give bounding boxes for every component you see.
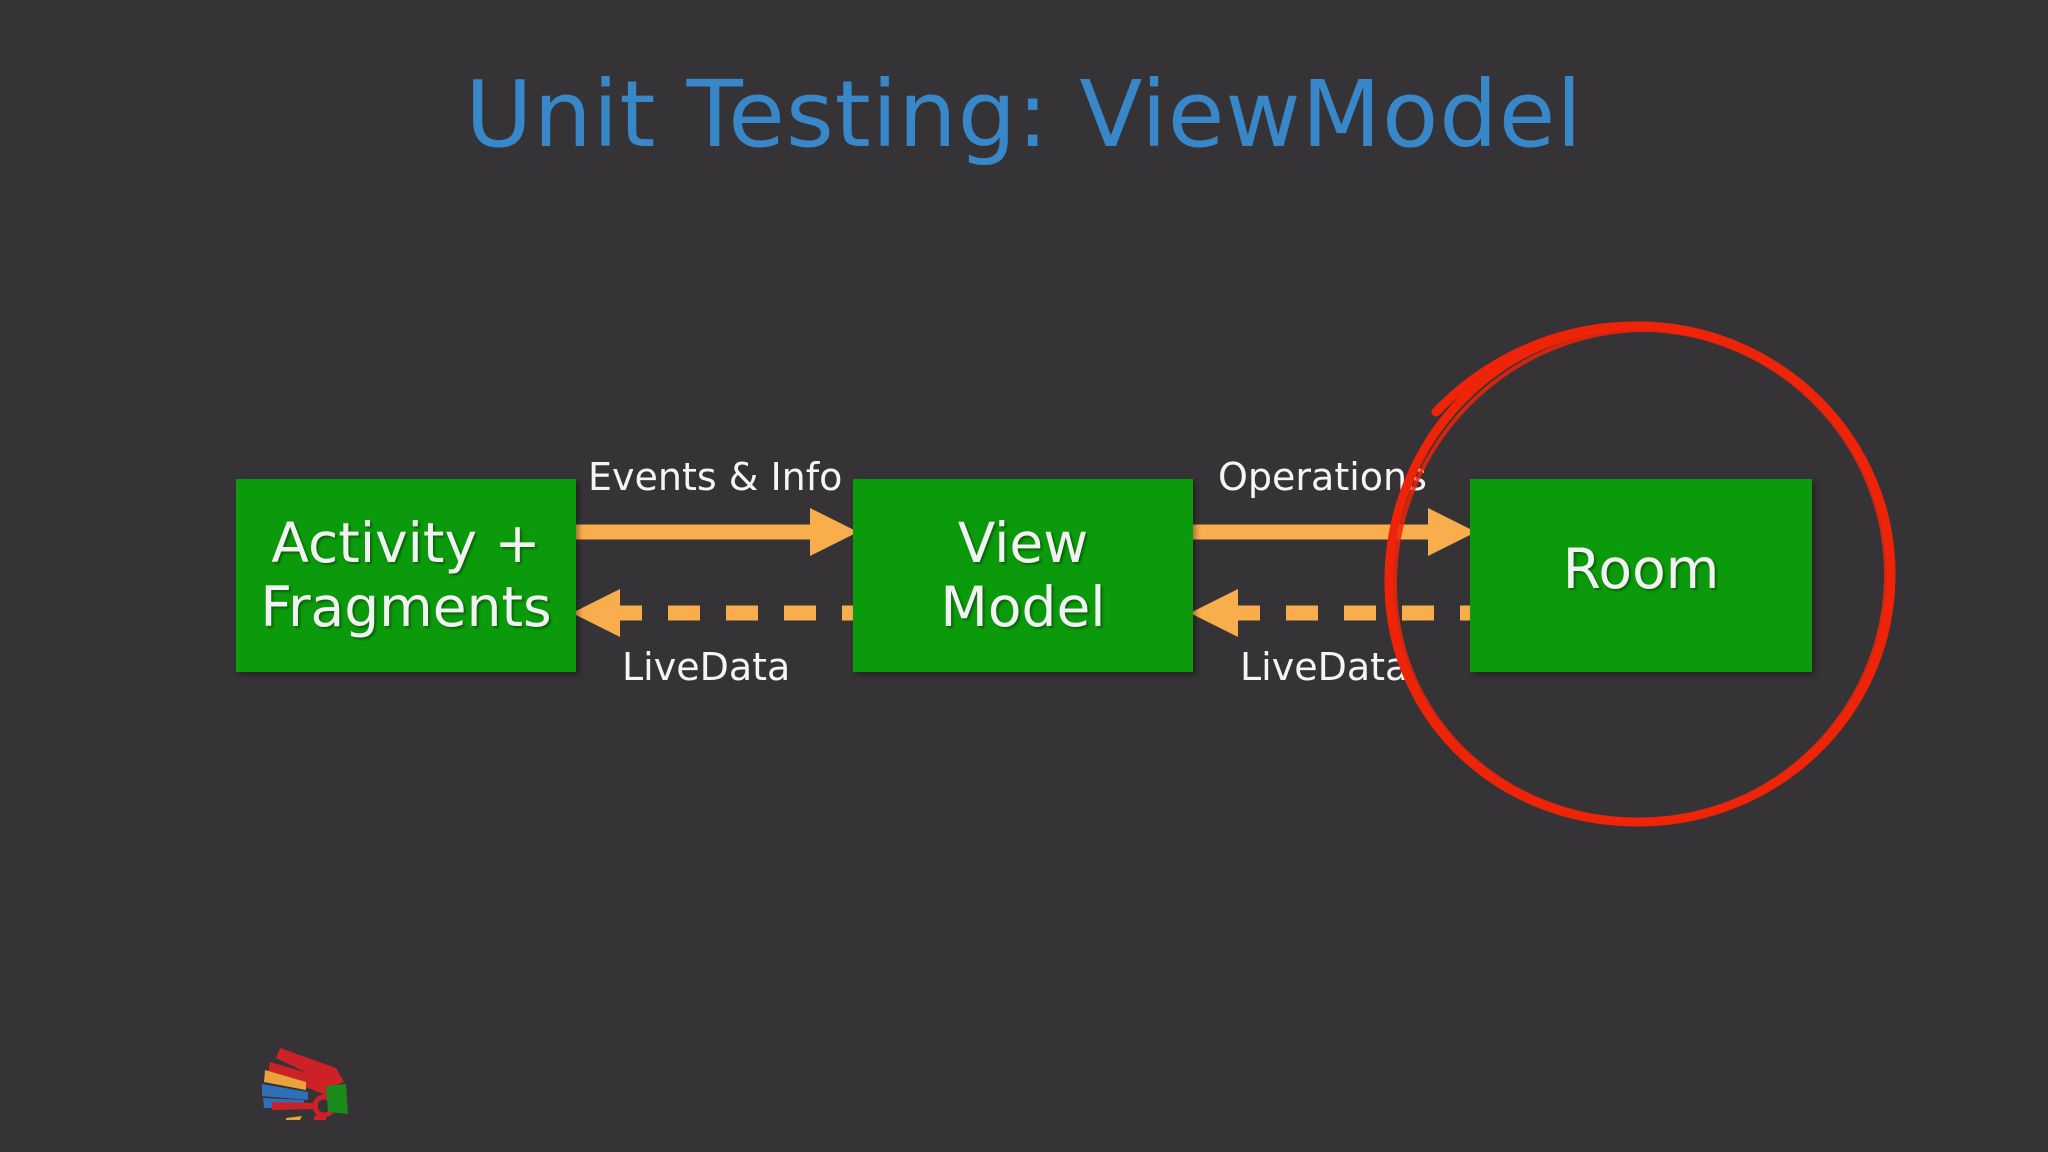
diagram-node-view-model[interactable]: View Model xyxy=(853,479,1193,672)
diagram-node-label: Room xyxy=(1562,536,1720,601)
diagram-node-label: Activity + Fragments xyxy=(260,511,552,639)
diagram-node-room[interactable]: Room xyxy=(1470,479,1812,672)
connector-label-livedata-2: LiveData xyxy=(1240,645,1409,689)
diagram-node-activity-fragments[interactable]: Activity + Fragments xyxy=(236,479,576,672)
diagram-node-label: View Model xyxy=(940,511,1106,639)
connector-label-livedata-1: LiveData xyxy=(622,645,791,689)
connector-livedata-left-arrow-2 xyxy=(1190,589,1470,637)
connector-livedata-left-arrow-1 xyxy=(572,589,853,637)
feather-logo xyxy=(262,1048,348,1120)
feather-logo-shapes xyxy=(262,1048,348,1120)
connector-label-operations: Operations xyxy=(1218,455,1427,499)
connector-label-events-info: Events & Info xyxy=(588,455,843,499)
page-title: Unit Testing: ViewModel xyxy=(465,61,1583,168)
connector-events-info-arrow xyxy=(576,508,858,556)
connector-operations-arrow xyxy=(1193,508,1476,556)
